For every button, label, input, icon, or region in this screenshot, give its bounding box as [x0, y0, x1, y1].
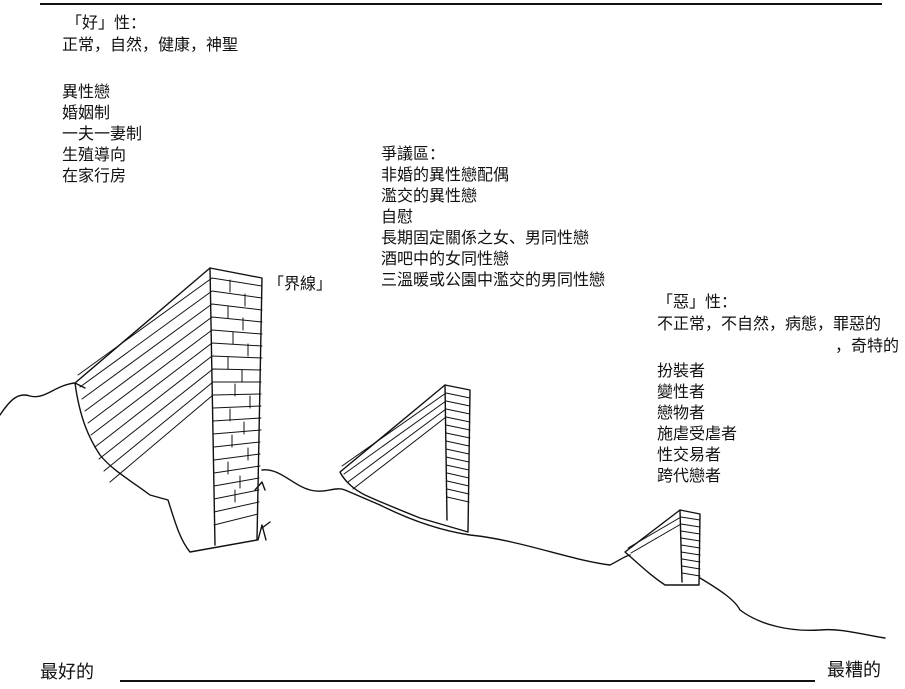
- bad-item-list: 扮裝者 變性者 戀物者 施虐受虐者 性交易者 跨代戀者: [657, 360, 737, 486]
- list-item: 生殖導向: [62, 145, 127, 164]
- list-item: 一夫一妻制: [62, 124, 143, 143]
- list-item: 性交易者: [657, 445, 722, 464]
- bad-descriptors-line1: 不正常，不自然，病態，罪惡的: [657, 314, 882, 333]
- list-item: 非婚的異性戀配偶: [381, 165, 510, 184]
- bad-heading: 「惡」性：: [657, 292, 738, 311]
- list-item: 戀物者: [657, 403, 706, 422]
- good-heading: 「好」性：: [66, 13, 147, 32]
- list-item: 跨代戀者: [657, 466, 722, 485]
- contested-heading: 爭議區：: [381, 144, 446, 163]
- axis-line: [120, 680, 815, 682]
- list-item: 長期固定關係之女、男同性戀: [381, 228, 590, 247]
- top-rule-line: [40, 3, 882, 5]
- list-item: 自慰: [381, 207, 414, 226]
- list-item: 扮裝者: [657, 361, 706, 380]
- list-item: 婚姻制: [62, 103, 111, 122]
- good-item-list: 異性戀 婚姻制 一夫一妻制 生殖導向 在家行房: [62, 81, 142, 186]
- list-item: 三溫暖或公園中濫交的男同性戀: [381, 270, 606, 289]
- list-item: 異性戀: [62, 82, 111, 101]
- list-item: 在家行房: [62, 166, 127, 185]
- ground-line: [0, 382, 886, 639]
- list-item: 濫交的異性戀: [381, 186, 478, 205]
- good-descriptors: 正常，自然，健康，神聖: [62, 35, 239, 54]
- axis-right-label: 最糟的: [827, 660, 881, 681]
- plant-sketch: [254, 481, 271, 541]
- bad-descriptors-line2: ，奇特的: [834, 336, 899, 355]
- wall-bad: [624, 509, 701, 586]
- list-item: 施虐受虐者: [657, 424, 738, 443]
- list-item: 酒吧中的女同性戀: [381, 249, 510, 268]
- boundary-label: 「界線」: [268, 274, 333, 293]
- wall-contested: [339, 384, 471, 533]
- axis-left-label: 最好的: [40, 662, 94, 683]
- contested-item-list: 非婚的異性戀配偶 濫交的異性戀 自慰 長期固定關係之女、男同性戀 酒吧中的女同性…: [381, 164, 605, 290]
- wall-good: [74, 267, 263, 553]
- list-item: 變性者: [657, 382, 706, 401]
